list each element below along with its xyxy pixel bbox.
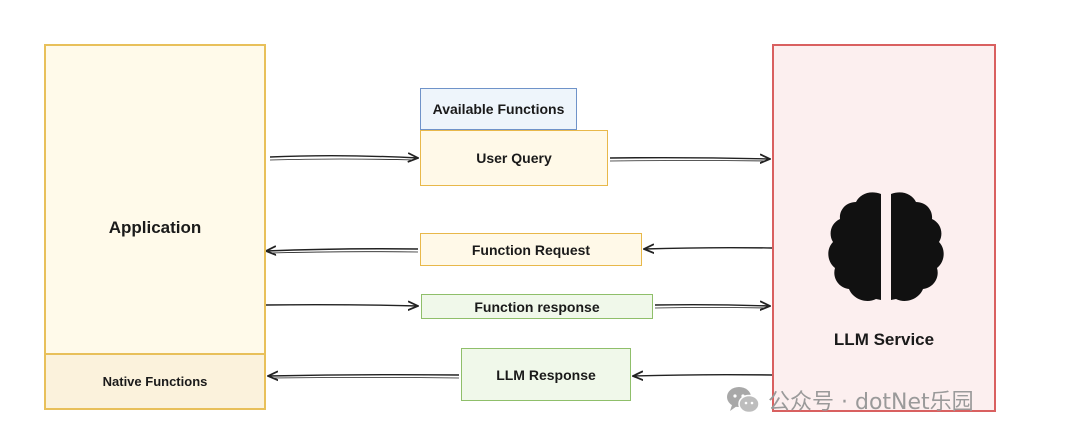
wechat-icon bbox=[727, 387, 760, 414]
arrow-app-to-query bbox=[269, 156, 418, 158]
available-functions-box: Available Functions bbox=[420, 88, 577, 130]
arrow-llm-to-freq bbox=[644, 248, 773, 249]
function-request-label: Function Request bbox=[471, 241, 591, 258]
application-label: Application bbox=[108, 218, 202, 237]
llm-service-box: LLM Service bbox=[772, 44, 996, 412]
native-functions-box: Native Functions bbox=[44, 353, 266, 410]
available-functions-label: Available Functions bbox=[432, 101, 565, 117]
user-query-label: User Query bbox=[476, 150, 552, 166]
native-functions-label: Native Functions bbox=[102, 374, 208, 389]
llm-response-label: LLM Response bbox=[496, 366, 596, 383]
watermark: 公众号 · dotNet乐园 bbox=[726, 384, 974, 416]
user-query-box: User Query bbox=[420, 130, 608, 186]
arrow-llmr-to-native bbox=[268, 375, 460, 376]
arrow-fresp-to-llm bbox=[654, 305, 770, 306]
arrow-freq-to-app bbox=[266, 249, 419, 251]
llm-response-box: LLM Response bbox=[461, 348, 631, 401]
function-response-box: Function response bbox=[421, 294, 653, 319]
arrow-llm-to-llmr bbox=[633, 375, 773, 376]
application-box: Application bbox=[44, 44, 266, 410]
arrow-query-to-llm bbox=[609, 158, 770, 159]
function-request-box: Function Request bbox=[420, 233, 642, 266]
brain-icon bbox=[828, 192, 944, 301]
arrow-app-to-fresp bbox=[265, 305, 418, 306]
llm-service-label: LLM Service bbox=[833, 330, 935, 349]
watermark-text: 公众号 · dotNet乐园 bbox=[768, 390, 974, 415]
function-response-label: Function response bbox=[474, 298, 600, 315]
